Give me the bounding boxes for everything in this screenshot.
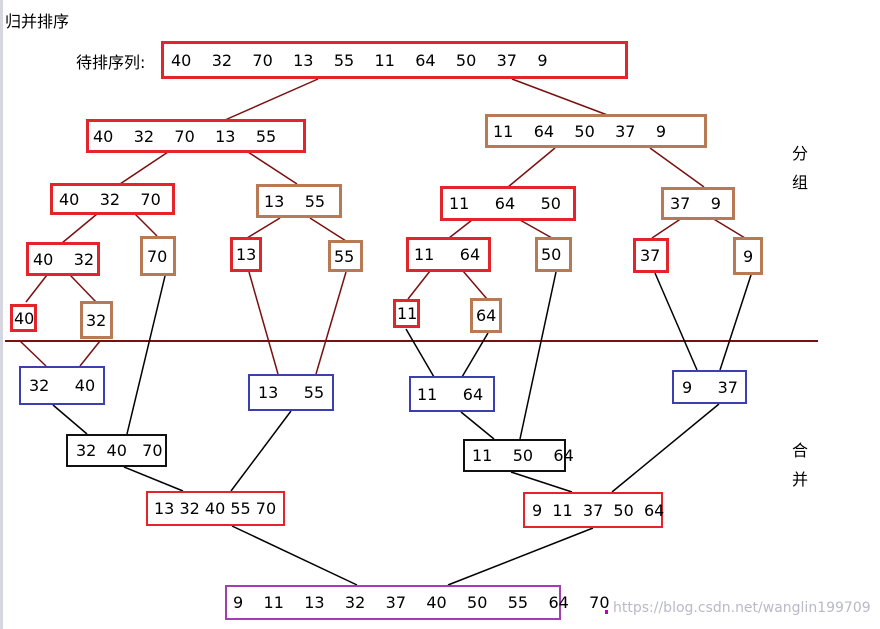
edge-m2b-m3b (510, 471, 573, 493)
edge-l3f-m2b (519, 271, 557, 440)
edge-l2c-l3f (519, 219, 553, 239)
edge-l2a-l3a (61, 213, 98, 244)
merge-l2a-box: 32 40 70 (66, 434, 167, 467)
edge-l2b-l3c (246, 217, 281, 239)
split-l2a-box: 40 32 70 (50, 183, 175, 215)
edge-l3g-m1d (654, 272, 698, 371)
edge-m1b-m3a (230, 410, 292, 492)
merge-l1d-box: 9 37 (672, 370, 747, 404)
edge-l3d-m1b (315, 271, 347, 375)
edge-l3e-l4c (407, 270, 431, 300)
split-l3a-box: 40 32 (26, 242, 100, 276)
edge-l3c-m1b (248, 271, 279, 375)
edge-l1left-l2a (119, 151, 169, 185)
edge-l3a-l4b (69, 274, 97, 303)
edge-l3h-m1d (719, 274, 752, 371)
edge-l1left-l2b (247, 151, 298, 185)
split-root-box: 40 32 70 13 55 11 64 50 37 9 (161, 41, 628, 79)
merge-label-char-2: 并 (792, 470, 809, 489)
watermark-url: https://blog.csdn.net/wanglin199709 (613, 600, 871, 616)
split-l2c-box: 11 64 50 (440, 186, 576, 221)
edge-m1c-m2b (460, 411, 495, 440)
split-l4c-box: 11 (393, 299, 420, 328)
split-l3b-box: 70 (140, 236, 176, 276)
split-l3h-box: 9 (733, 237, 763, 275)
edge-l4a-m1a (19, 340, 47, 367)
edge-m1a-m2a (52, 404, 88, 435)
split-label-char-2: 组 (792, 173, 809, 192)
edge-l2d-l3g (651, 217, 683, 239)
edge-m2a-m3a (123, 466, 184, 492)
merge-l3a-box: 13 32 40 55 70 (146, 491, 285, 526)
edge-root-l1right (511, 78, 611, 117)
page-title: 归并排序 (5, 12, 70, 31)
edge-m1d-m3b (611, 403, 720, 493)
split-l3e-box: 11 64 (406, 237, 491, 272)
merge-l3b-box: 9 11 37 50 64 (523, 492, 664, 528)
merge-l2b-box: 11 50 64 (463, 439, 574, 472)
merge-l1a-box: 32 40 (19, 366, 105, 405)
split-l3c-box: 13 (230, 237, 262, 272)
edge-l4b-m1a (79, 340, 101, 367)
edge-root-l1left (224, 78, 319, 121)
merge-l1b-box: 13 55 (248, 374, 334, 411)
split-l2d-box: 37 9 (661, 187, 735, 220)
edge-l2b-l3d (309, 217, 347, 242)
edge-l2d-l3h (711, 217, 746, 239)
edge-l3b-m2a (126, 275, 166, 435)
split-l2b-box: 13 55 (256, 184, 342, 218)
edge-l2a-l3b (134, 213, 158, 237)
edge-m3b-final (447, 527, 594, 586)
left-edge-rule (0, 0, 3, 629)
split-l4a-box: 40 (10, 304, 37, 332)
final-sorted-box: 9 11 13 32 37 40 50 55 64 70 (225, 585, 610, 620)
edge-l4d-m1c (461, 332, 489, 378)
watermark-dot (605, 610, 608, 614)
split-l1-right-box: 11 64 50 37 9 (485, 114, 707, 148)
edge-l3a-l4a (25, 274, 48, 303)
edge-l1right-l2d (649, 147, 705, 188)
input-label: 待排序列: (76, 53, 146, 72)
edge-l1right-l2c (507, 147, 556, 188)
split-l3f-box: 50 (535, 237, 572, 272)
edge-m3a-final (231, 525, 358, 586)
split-l3g-box: 37 (633, 238, 669, 273)
merge-label-char-1: 合 (792, 441, 809, 460)
split-l3d-box: 55 (328, 240, 363, 272)
split-label-char-1: 分 (792, 144, 809, 163)
split-l4d-box: 64 (470, 298, 502, 333)
edge-l2c-l3e (448, 219, 473, 239)
edge-l3e-l4d (462, 270, 488, 300)
split-l4b-box: 32 (80, 301, 113, 339)
merge-l1c-box: 11 64 (409, 376, 495, 412)
split-l1-left-box: 40 32 70 13 55 (86, 119, 306, 153)
edge-l4c-m1c (405, 328, 435, 378)
